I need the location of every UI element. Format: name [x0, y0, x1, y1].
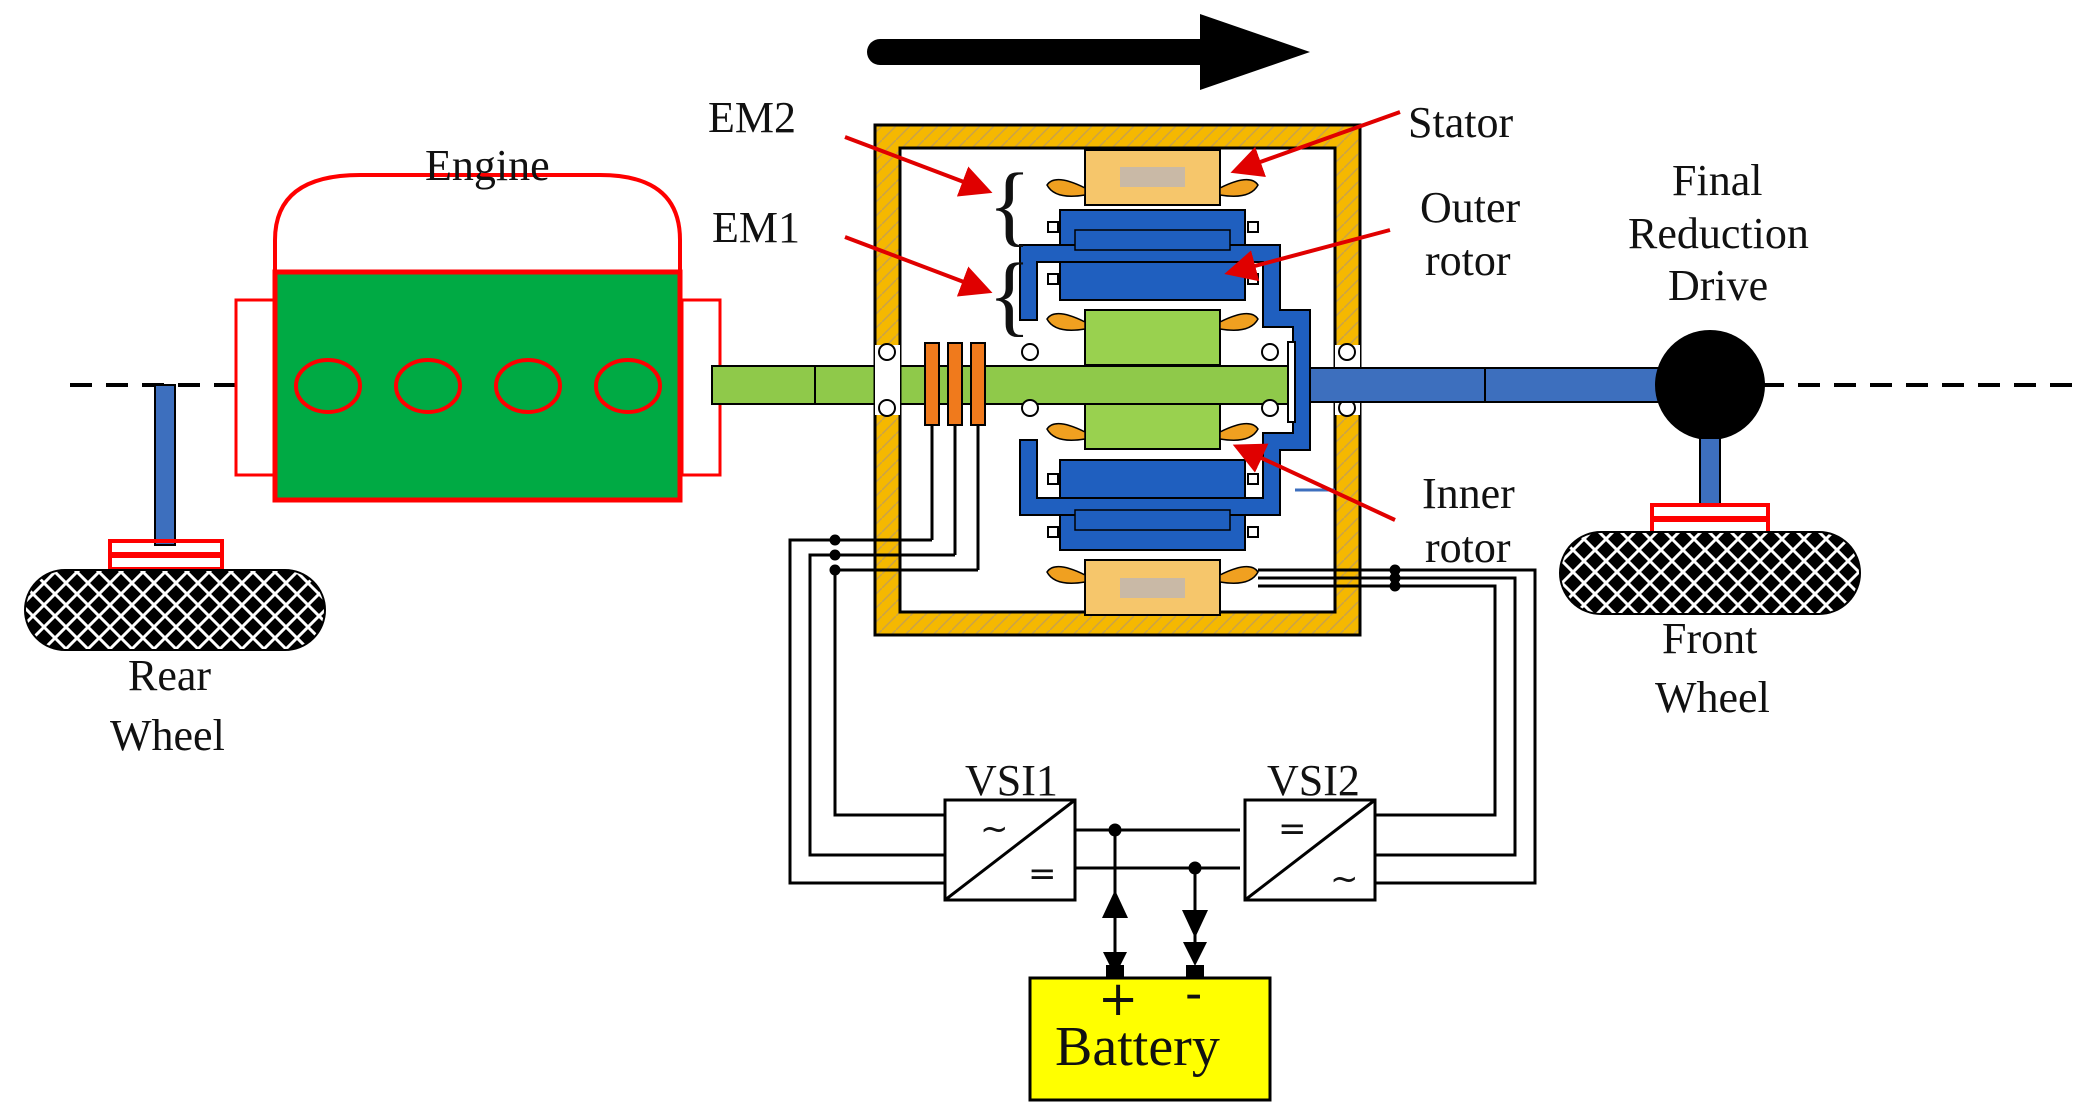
slip-ring-brushes — [924, 342, 986, 570]
output-shaft — [1309, 367, 1691, 403]
front-wheel-label-line1: Front — [1662, 614, 1757, 663]
vsi1-ac-symbol: ~ — [980, 809, 1009, 849]
battery-plus: + — [1098, 971, 1138, 1027]
stator — [1046, 149, 1259, 616]
engine-label: Engine — [425, 141, 550, 190]
final-reduction-drive — [1655, 330, 1765, 440]
em1-label: EM1 — [712, 203, 800, 252]
inner-rotor-label-line1: Inner — [1422, 469, 1515, 518]
outer-rotor-label-line2: rotor — [1425, 236, 1511, 285]
outer-rotor-label-line1: Outer — [1420, 183, 1521, 232]
outer-rotor — [1019, 209, 1335, 551]
annotation-arrows — [844, 110, 1401, 522]
vsi1-converter — [943, 798, 1077, 902]
wiring — [788, 534, 1537, 976]
final-drive-label-line2: Reduction — [1628, 209, 1809, 258]
battery-minus: - — [1185, 966, 1202, 1022]
vsi2-dc-symbol: = — [1278, 809, 1307, 849]
stator-label: Stator — [1408, 98, 1513, 147]
rear-wheel-label-line1: Rear — [128, 651, 211, 700]
vsi1-dc-symbol: = — [1028, 854, 1057, 894]
inner-rotor-label-line2: rotor — [1425, 523, 1511, 572]
battery-discharge-arrow — [1182, 910, 1208, 938]
front-wheel — [1559, 437, 1861, 615]
vsi2-converter — [1243, 798, 1377, 902]
machine-housing — [873, 123, 1362, 637]
input-shaft — [711, 365, 1293, 405]
final-drive-label-line3: Drive — [1668, 261, 1768, 310]
engine — [234, 173, 722, 503]
rear-wheel-label-line2: Wheel — [110, 711, 225, 760]
battery-charge-arrow — [1102, 890, 1128, 918]
inner-rotor — [1046, 309, 1259, 450]
em2-label: EM2 — [708, 93, 796, 142]
em1-brace: { — [988, 246, 1031, 345]
vsi2-label: VSI2 — [1267, 756, 1360, 805]
vsi1-label: VSI1 — [965, 756, 1058, 805]
direction-arrow — [867, 14, 1310, 90]
em2-brace: { — [988, 156, 1031, 255]
battery — [1028, 976, 1272, 1102]
vsi2-ac-symbol: ~ — [1330, 859, 1359, 899]
final-drive-label-line1: Final — [1672, 156, 1762, 205]
rear-wheel — [24, 384, 326, 651]
battery-label: Battery — [1055, 1016, 1220, 1078]
front-wheel-label-line2: Wheel — [1655, 673, 1770, 722]
